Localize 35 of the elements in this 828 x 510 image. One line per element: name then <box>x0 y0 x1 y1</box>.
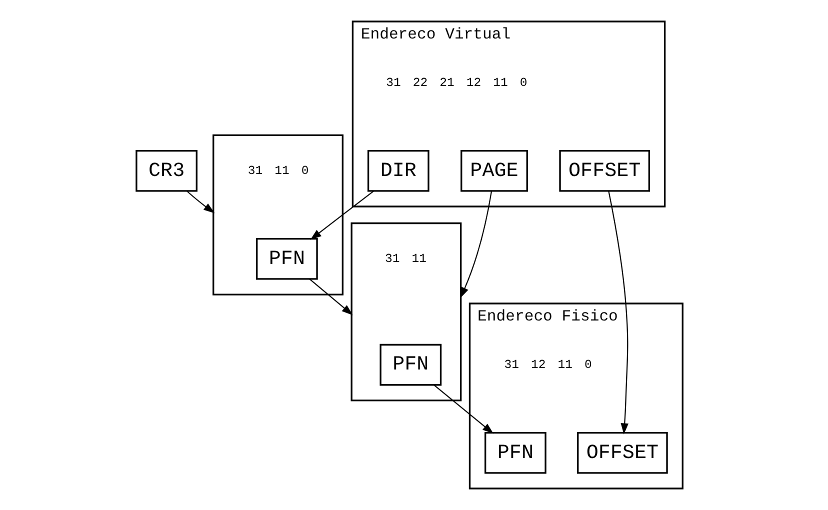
label: 0 <box>584 358 592 372</box>
node-box: DIR <box>367 150 430 192</box>
label: 22 <box>412 76 428 90</box>
arrow <box>460 190 492 298</box>
label: 31 <box>504 358 519 372</box>
label: 0 <box>301 164 309 178</box>
label: 11 <box>412 252 426 266</box>
node-box: CR3 <box>136 150 198 192</box>
label: 0 <box>520 76 528 90</box>
arrow <box>309 278 353 316</box>
arrow <box>434 384 494 434</box>
arrow <box>310 190 374 240</box>
arrow <box>608 190 629 434</box>
node-box: OFFSET <box>559 150 650 192</box>
label: 11 <box>274 164 290 178</box>
node-label: Endereco Fisico <box>478 307 618 326</box>
label: 11 <box>493 76 508 90</box>
node-box: PFN <box>256 238 318 280</box>
node-box: PFN <box>484 432 546 474</box>
label: 31 <box>248 164 263 178</box>
cluster <box>212 134 344 296</box>
label: 12 <box>466 76 482 90</box>
label: 31 <box>386 76 401 90</box>
label: 31 <box>385 252 400 266</box>
cluster <box>468 302 684 490</box>
label: 21 <box>440 76 454 90</box>
label: 12 <box>531 358 546 372</box>
cluster <box>350 222 462 402</box>
cluster <box>352 20 666 208</box>
node-label: Endereco Virtual <box>360 25 511 44</box>
label: 11 <box>558 358 572 372</box>
node-box: PFN <box>380 344 442 386</box>
node-box: PAGE <box>460 150 528 192</box>
node-box: OFFSET <box>577 432 668 474</box>
arrow <box>186 190 215 214</box>
